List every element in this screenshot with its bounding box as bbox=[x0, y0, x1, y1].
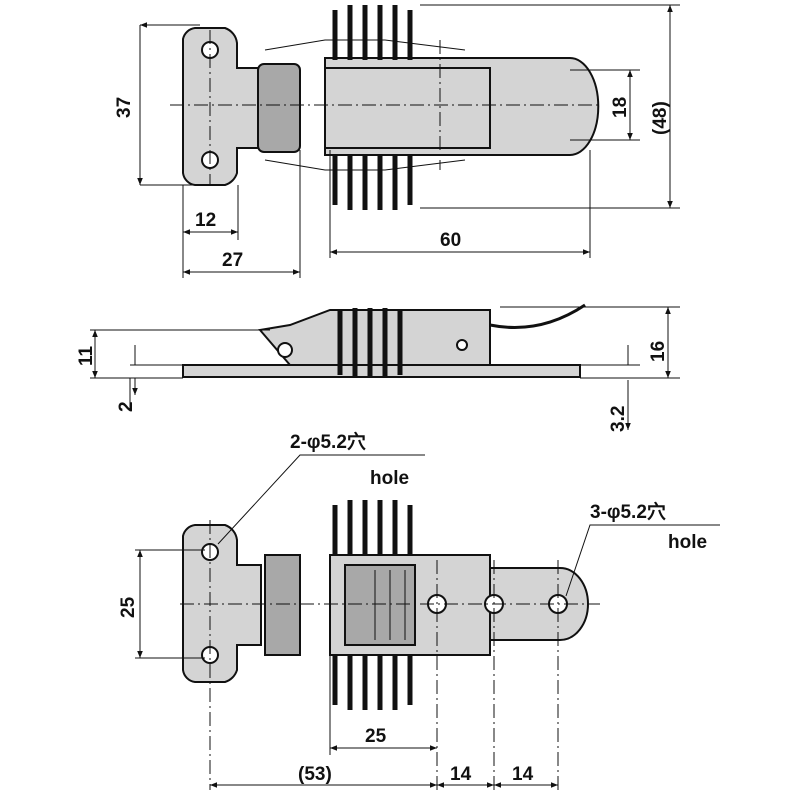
hole-note-right: 3-φ5.2穴 bbox=[590, 500, 666, 523]
hole-note-right-en: hole bbox=[668, 532, 707, 553]
dim-48: (48) bbox=[650, 101, 671, 135]
dim-53: (53) bbox=[298, 764, 332, 785]
dim-11: 11 bbox=[76, 345, 97, 366]
hole-note-left-en: hole bbox=[370, 468, 409, 489]
dim-2: 2 bbox=[116, 401, 137, 412]
dim-27: 27 bbox=[222, 250, 243, 271]
dim-60: 60 bbox=[440, 230, 461, 251]
dim-16: 16 bbox=[648, 341, 669, 362]
dim-3-2: 3.2 bbox=[608, 406, 629, 432]
top-view: 37 18 (48) 12 27 60 bbox=[114, 4, 680, 278]
dim-25-vertical: 25 bbox=[118, 596, 139, 618]
dim-18: 18 bbox=[610, 97, 631, 118]
dim-37: 37 bbox=[114, 97, 135, 118]
hole-note-left: 2-φ5.2穴 bbox=[290, 430, 366, 453]
dim-14-first: 14 bbox=[450, 764, 472, 785]
dim-14-second: 14 bbox=[512, 764, 534, 785]
dim-25-horizontal: 25 bbox=[365, 726, 387, 747]
side-view: 11 2 16 3.2 bbox=[76, 303, 680, 432]
dim-12: 12 bbox=[195, 210, 216, 231]
bottom-view: 2-φ5.2穴 hole 3-φ5.2穴 hole 25 25 (53) 14 … bbox=[118, 430, 720, 790]
